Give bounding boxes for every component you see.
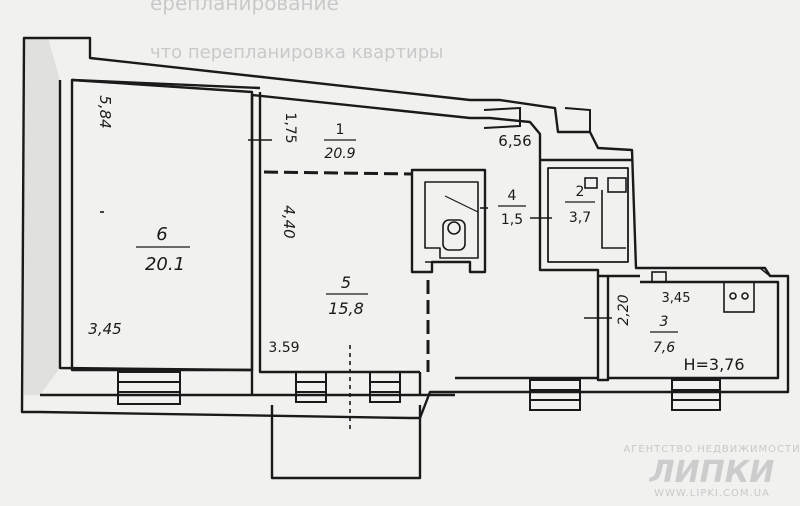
dimension-5-84: 5,84 [96,95,114,128]
dimension-4-40: 4,40 [280,205,298,238]
room-6-number: 6 [156,224,167,245]
fixtures [442,177,755,313]
dimension-3-45-room6: 3,45 [88,320,121,338]
dimension-1-75: 1,75 [282,112,298,143]
room-5-number: 5 [341,273,351,292]
watermark-url: WWW.LIPKI.COM.UA [654,488,770,499]
room-4-area: 1,5 [501,212,523,228]
ceiling-height-label: H=3,76 [683,355,744,374]
room-1-area: 20.9 [324,146,355,162]
room-3-area: 7,6 [653,340,675,356]
room-6-area: 20.1 [145,254,185,275]
watermark-agency: АГЕНТСТВО НЕДВИЖИМОСТИ [623,444,800,455]
toilet-icon [442,219,466,251]
dimension-3-59: 3.59 [268,340,299,356]
background-text-line2: что перепланировка квартиры [150,42,443,63]
walls [20,36,790,480]
room-5-area: 15,8 [328,299,364,318]
room-3-number: 3 [660,314,669,330]
wall-fill [24,38,60,395]
room-2-number: 2 [576,184,585,200]
stove-icon [723,281,755,313]
dashed-openings [263,170,430,372]
windows [117,106,721,411]
watermark-brand-logo: ЛИПКИ [649,455,775,490]
background-text-line1: ерепланирование [150,0,339,15]
room-2-area: 3,7 [569,210,591,226]
dimension-2-20: 2,20 [616,294,632,325]
dimension-marks [100,128,771,430]
room-1-number: 1 [336,122,345,138]
room-4-number: 4 [508,188,517,204]
dimension-3-45-room3: 3,45 [662,291,691,306]
dimension-6-56: 6,56 [498,132,531,150]
toilet-bowl-icon [447,221,461,235]
